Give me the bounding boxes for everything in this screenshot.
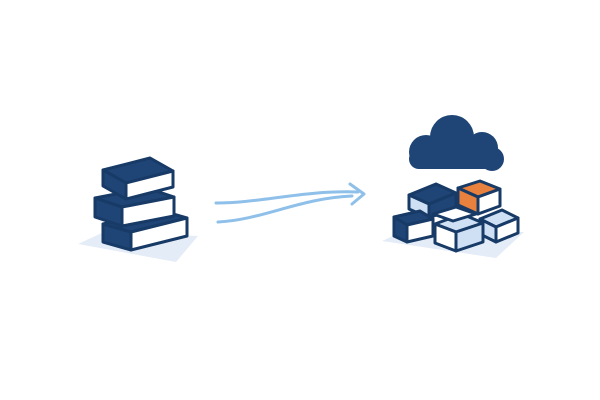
arrow-line-lower [216,194,354,224]
stacked-blocks-icon [78,156,198,262]
cube-cluster-icon [382,179,524,258]
cube-front-left-dark [392,209,435,244]
curved-arrow-icon [214,182,366,224]
cloud-icon [409,115,504,171]
cube-center-white [431,205,478,223]
source-block-top [101,156,175,201]
arrow-head [348,182,366,206]
arrow-line-upper [214,190,360,205]
cube-front-center-light [433,212,485,253]
cube-highlighted-orange [456,179,502,216]
